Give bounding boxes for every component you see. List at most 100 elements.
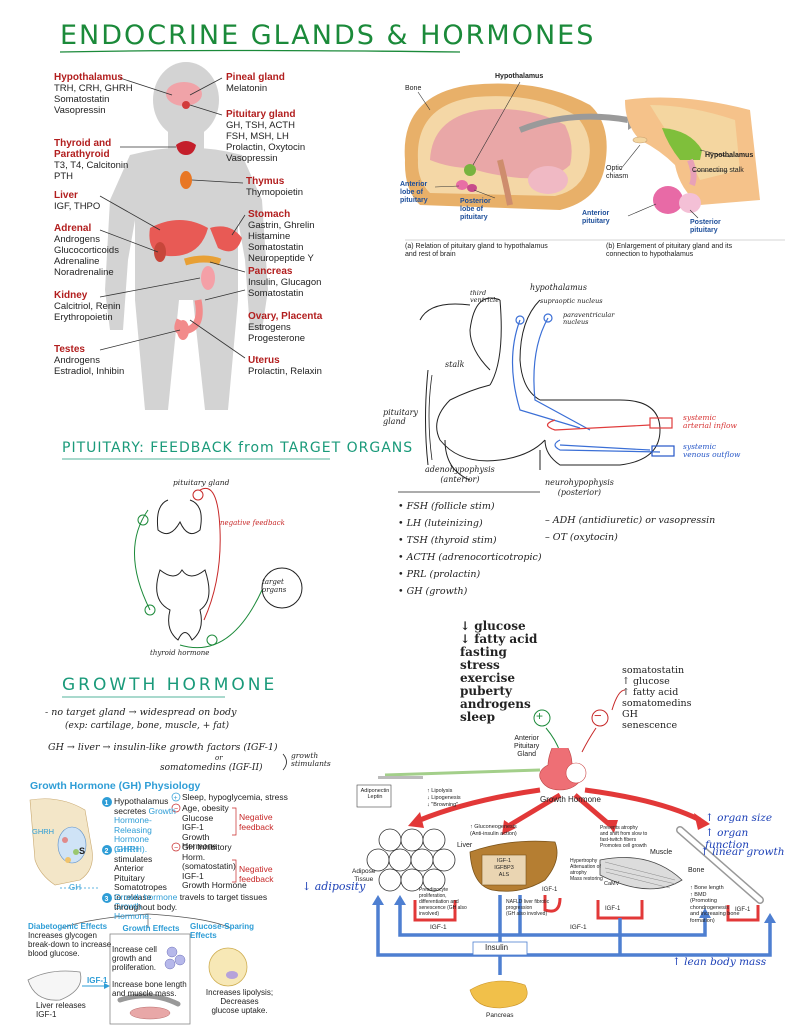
minus-circle-icon <box>591 709 609 727</box>
sketch-hypothalamus-label: hypothalamus <box>530 283 587 292</box>
pancreas-icon <box>183 255 222 266</box>
list-item: sleep <box>460 710 495 724</box>
physiology-title: Growth Hormone (GH) Physiology <box>30 780 201 792</box>
svg-text:−: − <box>174 806 178 813</box>
list-item: ↑ glucose <box>622 676 670 687</box>
diagram-pancreas: Pancreas <box>486 1012 514 1019</box>
brain-hypothalamus-label: Hypothalamus <box>495 73 544 80</box>
list-item: – OT (oxytocin) <box>545 532 618 543</box>
svg-text:1: 1 <box>105 800 109 807</box>
diagram-bone-effects: ↑ Bone length ↑ BMD (Promoting chondroge… <box>690 885 740 924</box>
diagram-insulin: Insulin <box>485 943 509 952</box>
gh-note-line2: (exp: cartilage, bone, muscle, + fat) <box>65 721 229 731</box>
physiology-step1: Hypothalamus secretes Growth Hormone-Rel… <box>114 796 176 854</box>
gh-note-line5: somatomedins (IGF-II) <box>160 763 263 773</box>
note-lean-body-mass: ↑ lean body mass <box>672 956 767 968</box>
note-organ-function: ↑ organ function <box>705 827 749 851</box>
note-linear-growth: ↑ linear growth <box>700 846 785 858</box>
gland-thyroid: Thyroid and Parathyroid T3, T4, Calciton… <box>54 138 129 182</box>
liver-small-icon <box>27 970 82 1001</box>
list-item: androgens <box>460 697 531 711</box>
brain-anterior-label: Anterior lobe of pituitary <box>400 181 428 204</box>
plus-circle-icon <box>533 709 551 727</box>
list-item: fasting <box>460 645 507 659</box>
gh-note-line3: GH → liver → insulin-like growth factors… <box>48 742 278 753</box>
minus-icon-2 <box>171 842 181 852</box>
gland-stomach: Stomach Gastrin, Ghrelin Histamine Somat… <box>248 209 315 264</box>
sketch-arterial-label: systemic arterial inflow <box>683 413 737 430</box>
sketch-venous-label: systemic venous outflow <box>683 442 741 459</box>
gland-hypothalamus: Hypothalamus TRH, CRH, GHRH Somatostatin… <box>54 72 133 116</box>
list-item: ↑ fatty acid <box>622 687 679 698</box>
neuro-hormone-list: – ADH (antidiuretic) or vasopressin – OT… <box>545 512 715 546</box>
gh-note-or: or <box>215 754 223 762</box>
physiology-minus-list: Age, obesity Glucose IGF-1 Growth Hormon… <box>182 803 229 851</box>
sketch-third-ventricle-label: third ventricle <box>470 289 500 304</box>
diagram-hypertrophy: Hypertrophy Attenuation of atrophy Mass … <box>570 858 603 882</box>
brain-caption-b: (b) Enlargement of pituitary gland and i… <box>606 243 733 258</box>
diagram-prevents: Prevents atrophy and shift from slow to … <box>600 825 648 849</box>
diagram-bone: Bone <box>688 867 705 874</box>
list-item: • GH (growth) <box>398 586 468 597</box>
physiology-ghrh-label: GHRH <box>32 827 55 836</box>
sketch-adeno-label: adenohypophysis (anterior) <box>425 465 495 484</box>
brain-posterior-b-label: Posterior pituitary <box>690 219 721 234</box>
diagram-preadipocyte: Preadipocyte proliferation, differentiat… <box>419 887 467 917</box>
diagram-igf1-right: IGF-1 <box>570 924 587 931</box>
note-organ-size: ↑ organ size <box>705 812 773 824</box>
muscle-large-icon <box>599 857 683 890</box>
physiology-step3: Growth hormone travels to target tissues… <box>114 892 268 912</box>
sketch-paraventricular-label: paraventricular nucleus <box>563 311 615 326</box>
sketch-neuro-label: neurohypophysis (posterior) <box>545 478 614 497</box>
glucose-sparing-text: Increases lipolysis; Decreases glucose u… <box>205 988 274 1015</box>
page-title: ENDOCRINE GLANDS & HORMONES <box>60 20 596 51</box>
adeno-hormone-list: • FSH (follicle stim) • LH (luteinizing)… <box>398 498 542 600</box>
diabetogenic-effects: Diabetogenic Effects Increases glycogen … <box>28 922 112 958</box>
adiponectin-box <box>356 784 392 808</box>
svg-text:−: − <box>174 845 178 852</box>
gland-uterus: Uterus Prolactin, Relaxin <box>248 355 322 377</box>
feedback-pituitary-label: pituitary gland <box>173 478 230 487</box>
physiology-plus-list: Sleep, hypoglycemia, stress <box>182 792 288 802</box>
brain-hypothalamus-b-label: Hypothalamus <box>705 152 754 159</box>
list-item: • PRL (prolactin) <box>398 569 481 580</box>
feedback-thyroid-label: thyroid hormone <box>150 649 210 657</box>
brain-caption-a: (a) Relation of pituitary gland to hypot… <box>405 243 548 258</box>
list-item: somatostatin <box>622 665 685 676</box>
feedback-negative-label: negative feedback <box>220 519 285 527</box>
physiology-negative-feedback2: Negative feedback <box>239 864 274 884</box>
diagram-igf1-liver: IGF-1 <box>542 887 558 893</box>
thyroid-icon <box>176 141 196 155</box>
list-item: stress <box>460 658 500 672</box>
muscle-small-icon <box>129 1006 171 1020</box>
kidney-icon <box>201 266 215 290</box>
note-adiposity: ↓ adiposity <box>302 880 366 893</box>
gh-title: GROWTH HORMONE <box>62 675 278 695</box>
diagram-anterior-pituitary: Anterior Pituitary Gland <box>514 735 540 758</box>
diagram-growth-hormone: Growth Hormone <box>540 795 601 804</box>
diagram-cam: CaMV <box>604 881 620 887</box>
physiology-negative-feedback: Negative feedback <box>239 812 274 832</box>
svg-text:+: + <box>174 795 178 802</box>
step-1-icon <box>102 797 112 807</box>
diagram-liver-box: IGF-1 IGFBP3 ALS <box>494 858 514 878</box>
brain-bone-label: Bone <box>405 85 422 92</box>
list-item: puberty <box>460 684 512 698</box>
gland-thymus: Thymus Thymopoietin <box>246 176 304 198</box>
list-item: somatomedins <box>622 698 692 709</box>
testes-icon <box>177 320 189 340</box>
adipose-cells-icon <box>366 828 456 892</box>
gh-note-line1: - no target gland → widespread on body <box>45 707 237 718</box>
thymus-icon <box>180 171 192 189</box>
physiology-s-label: S <box>79 846 86 856</box>
diagram-adiponectin: Adiponectin Leptin <box>360 788 390 800</box>
physiology-igf1-label: IGF-1 <box>87 976 108 985</box>
list-item: exercise <box>460 671 516 685</box>
cerebellum-icon <box>528 166 568 194</box>
list-item: • FSH (follicle stim) <box>398 501 495 512</box>
step-3-icon <box>102 893 112 903</box>
cells-icon <box>164 946 186 970</box>
